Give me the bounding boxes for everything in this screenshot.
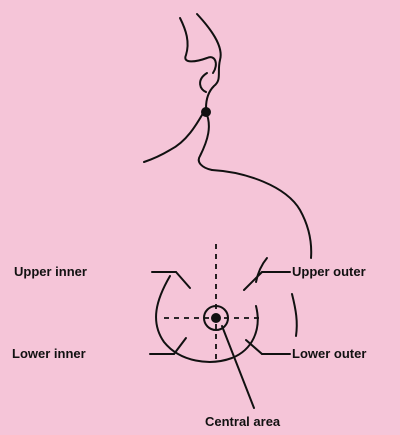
neck-line bbox=[144, 108, 206, 162]
label-lower-outer: Lower outer bbox=[292, 346, 366, 362]
pointer-upper-outer-diag bbox=[244, 272, 262, 290]
collar-dot bbox=[202, 108, 210, 116]
pointer-lower-inner-diag bbox=[174, 338, 186, 354]
pointer-upper-inner-diag bbox=[176, 272, 190, 288]
neck-line-2 bbox=[199, 112, 212, 170]
breast-outline bbox=[156, 276, 258, 362]
nipple bbox=[212, 314, 220, 322]
side-line bbox=[292, 294, 297, 336]
shoulder-line bbox=[212, 170, 311, 258]
pointer-central-area bbox=[222, 326, 254, 408]
label-central-area: Central area bbox=[205, 414, 280, 430]
head-outline bbox=[180, 18, 216, 73]
side-line-2 bbox=[256, 258, 267, 282]
label-upper-inner: Upper inner bbox=[14, 264, 87, 280]
jaw-outline bbox=[200, 73, 207, 92]
label-lower-inner: Lower inner bbox=[12, 346, 86, 362]
label-upper-outer: Upper outer bbox=[292, 264, 366, 280]
